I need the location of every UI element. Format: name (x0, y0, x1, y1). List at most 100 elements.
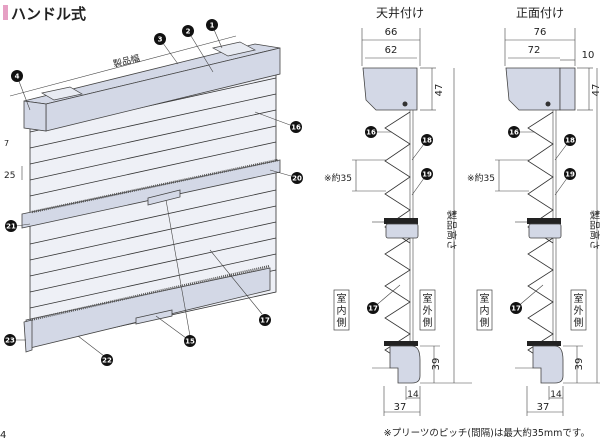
callout-number: 16 (366, 129, 376, 137)
middle-rail (528, 223, 562, 239)
section-title: ハンドル式 (11, 5, 86, 23)
callout-number: 22 (102, 357, 112, 365)
outdoor-label-char: 側 (423, 316, 433, 329)
callout-number: 16 (291, 124, 301, 132)
callout-number: 21 (6, 223, 16, 231)
callout-3: 3 (154, 33, 166, 45)
callout-number: 15 (185, 338, 195, 346)
dim-bottom-offset: 14 (407, 390, 419, 400)
bottom-end-cap (23, 319, 33, 353)
callout-16: 16 (365, 126, 377, 138)
pitch-label: ※約35 (467, 172, 495, 184)
dim-inner-width: 72 (528, 45, 541, 56)
outdoor-label-char: 側 (574, 316, 584, 329)
callout-number: 4 (15, 73, 20, 81)
outdoor-label-char: 室 (423, 292, 433, 305)
bottom-handle (135, 309, 173, 325)
dim-bottom-width: 37 (394, 402, 407, 413)
callout-19: 19 (564, 168, 576, 180)
callout-number: 19 (422, 171, 432, 179)
indoor-label-char: 側 (480, 316, 490, 329)
callout-16: 16 (290, 121, 302, 133)
dim-bottom-height: 39 (431, 358, 442, 371)
callout-1: 1 (206, 19, 218, 31)
callout-number: 17 (511, 305, 521, 313)
dim-head-height: 47 (434, 84, 445, 97)
bottom-rail (532, 345, 564, 384)
dim-inner-width: 62 (385, 45, 398, 56)
callout-number: 17 (368, 305, 378, 313)
dim-bottom-offset: 14 (550, 390, 562, 400)
dim-bottom-width: 37 (537, 402, 550, 413)
height-label: 製品高さ (445, 210, 458, 250)
pleat-fold (29, 125, 277, 181)
bracket-left (41, 86, 83, 101)
callout-number: 20 (292, 175, 302, 183)
pleat-fold (29, 205, 277, 261)
pleat-fold (29, 141, 277, 197)
callout-number: 17 (260, 317, 270, 325)
dim-outer-width: 76 (534, 27, 547, 38)
dim-bottom-height: 39 (574, 358, 585, 371)
height-label: 製品高さ (588, 210, 600, 250)
dim-25: 25 (4, 171, 15, 181)
perspective-blind: 製品幅 7 25 (4, 24, 292, 357)
dim-head-height: 47 (591, 84, 600, 97)
callout-number: 23 (5, 337, 15, 345)
middle-handle (147, 189, 181, 206)
outdoor-label: 室外側 (0, 0, 3, 1)
headbox (505, 67, 561, 111)
pitch-label: ※約35 (324, 172, 352, 184)
callout-number: 1 (210, 22, 215, 30)
middle-rail (21, 159, 281, 229)
callout-18: 18 (421, 134, 433, 146)
dim-7: 7 (4, 139, 9, 148)
face-bracket (559, 67, 576, 111)
callout-17: 17 (510, 302, 522, 314)
callout-15: 15 (184, 335, 196, 347)
dim-outer-width: 66 (385, 27, 398, 38)
indoor-label-char: 室 (337, 292, 347, 305)
face-mount-title: 正面付け (516, 6, 564, 20)
footnote: ※プリーツのピッチ(間隔)は最大約35mmです。 (384, 427, 590, 439)
middle-rail (385, 223, 419, 239)
indoor-label-char: 内 (480, 304, 490, 317)
indoor-label-char: 内 (337, 304, 347, 317)
callout-19: 19 (421, 168, 433, 180)
headrail-end-cap (23, 100, 47, 132)
callout-23: 23 (4, 334, 16, 346)
callout-22: 22 (101, 354, 113, 366)
pleat-fold (29, 109, 277, 165)
callout-number: 3 (158, 36, 163, 44)
callout-17: 17 (259, 314, 271, 326)
callout-number: 18 (565, 137, 575, 145)
indoor-label-char: 室 (480, 292, 490, 305)
pleat-fold (29, 189, 277, 245)
callout-2: 2 (182, 25, 194, 37)
headbox (362, 67, 418, 111)
title-marker (3, 5, 8, 20)
callout-17: 17 (367, 302, 379, 314)
callout-number: 19 (565, 171, 575, 179)
page-number: 4 (0, 430, 6, 440)
outdoor-label-char: 外 (423, 305, 433, 317)
ceiling-mount-section: 天井付け 666247製品高さ391437※約35室内側室内側室外側室外側161… (0, 0, 472, 416)
outdoor-label-char: 外 (574, 305, 584, 317)
dim-bracket: 10 (582, 50, 595, 61)
callout-21: 21 (5, 220, 17, 232)
pleat-fold (29, 237, 277, 293)
outdoor-label-char: 室 (574, 292, 584, 305)
indoor-label: 室内側 (0, 0, 3, 1)
callout-4: 4 (11, 70, 23, 82)
callout-20: 20 (291, 172, 303, 184)
callout-number: 16 (509, 129, 519, 137)
indoor-label: 室内側 (0, 0, 3, 1)
ceiling-mount-title: 天井付け (376, 6, 424, 20)
bracket-right (212, 41, 256, 57)
pleat-fold (29, 93, 277, 149)
pleat-fold (29, 253, 277, 309)
callout-number: 18 (422, 137, 432, 145)
